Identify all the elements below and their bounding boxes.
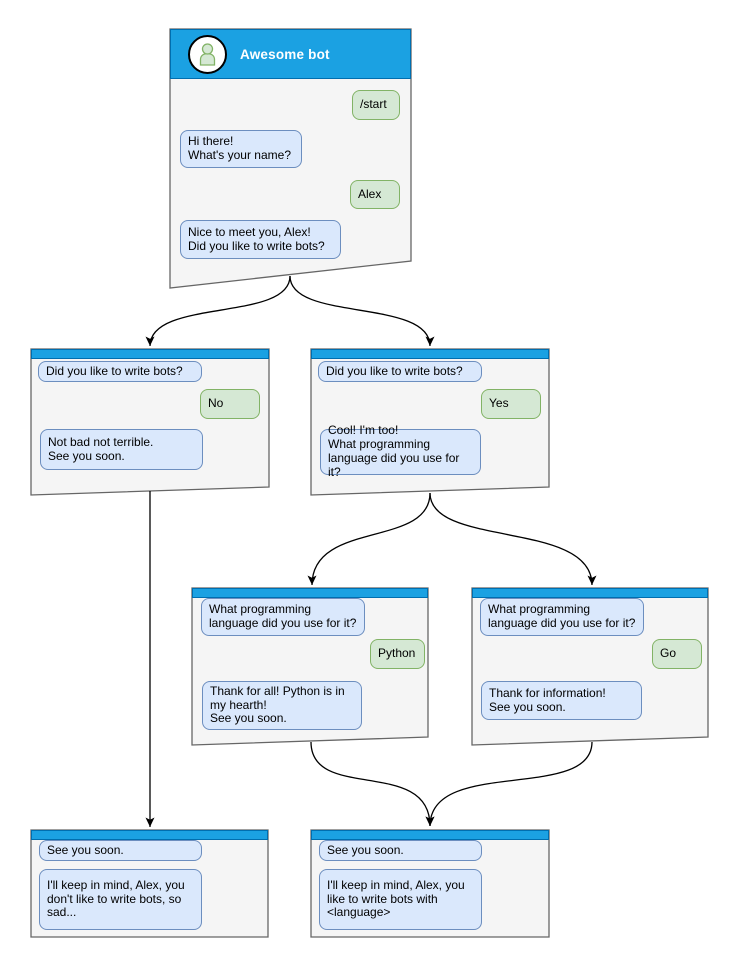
user-message-bubble: Python [370, 639, 425, 669]
connector-yes-to-python [307, 492, 431, 586]
user-message-bubble: Alex [350, 180, 400, 209]
connector-yes-to-go [429, 492, 597, 586]
branch-python-header-bar [192, 588, 428, 598]
bot-message-bubble: Did you like to write bots? [318, 361, 482, 382]
connector-python-to-end [310, 741, 435, 827]
bot-message-bubble: What programming language did you use fo… [480, 598, 644, 636]
bot-avatar [188, 34, 227, 74]
branch-no-header-bar [31, 349, 269, 359]
bot-message-bubble: Did you like to write bots? [38, 361, 202, 382]
user-message-bubble: Go [652, 639, 702, 669]
person-icon [199, 42, 216, 66]
bot-message-bubble: I'll keep in mind, Alex, you like to wri… [319, 869, 482, 930]
bot-message-bubble: See you soon. [39, 840, 202, 861]
bot-title: Awesome bot [240, 46, 330, 62]
bot-message-bubble: Thank for all! Python is in my hearth! S… [202, 681, 362, 730]
end-no-header-bar [31, 830, 268, 840]
bot-message-bubble: I'll keep in mind, Alex, you don't like … [39, 869, 202, 930]
user-message-bubble: /start [352, 90, 400, 120]
connector-main-to-yes [289, 275, 435, 347]
end-yes-header-bar [311, 830, 549, 840]
bot-message-bubble: Hi there! What's your name? [180, 130, 302, 168]
main-chat-header: Awesome bot [170, 29, 411, 79]
bot-message-bubble: Nice to meet you, Alex! Did you like to … [180, 220, 341, 259]
user-message-bubble: Yes [481, 389, 541, 419]
bot-message-bubble: Thank for information! See you soon. [481, 681, 642, 720]
bot-message-bubble: See you soon. [319, 840, 482, 861]
bot-message-bubble: Not bad not terrible. See you soon. [40, 429, 203, 470]
branch-yes-header-bar [311, 349, 549, 359]
user-message-bubble: No [200, 389, 260, 419]
branch-go-header-bar [472, 588, 708, 598]
connector-go-to-end [425, 741, 593, 827]
connector-main-to-no [145, 275, 291, 347]
bot-message-bubble: Cool! I'm too! What programming language… [320, 423, 481, 479]
bot-message-bubble: What programming language did you use fo… [201, 598, 365, 636]
